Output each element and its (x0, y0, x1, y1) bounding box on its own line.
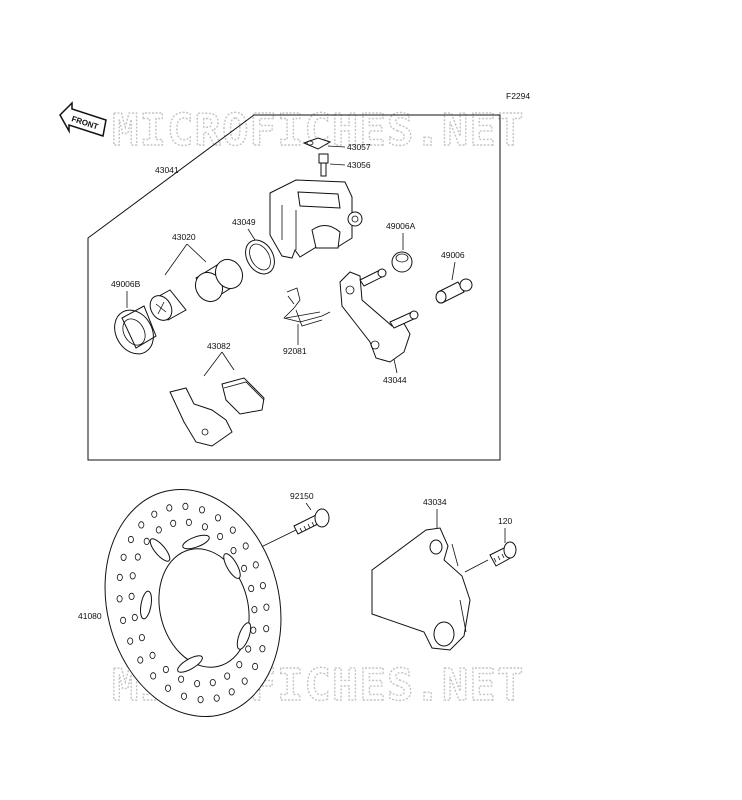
label-43057: 43057 (347, 142, 371, 152)
disc-hole (116, 595, 123, 603)
label-43034: 43034 (423, 497, 447, 507)
disc-hole (236, 660, 243, 669)
disc-hole (224, 672, 231, 680)
label-43082: 43082 (207, 341, 231, 351)
disc-hole (263, 603, 270, 611)
label-43044: 43044 (383, 375, 407, 385)
bolt-120 (489, 541, 517, 567)
bleeder-valve-43056 (318, 153, 329, 177)
disc-hole (230, 546, 237, 555)
disc-hole (127, 535, 134, 544)
disc-hole (263, 624, 270, 633)
disc-hole (198, 506, 205, 514)
label-49006A: 49006A (386, 221, 416, 231)
disc-hole (162, 665, 169, 674)
disc-hole (250, 626, 257, 634)
disc-hole (252, 561, 259, 569)
label-43020: 43020 (172, 232, 196, 242)
disc-hole (137, 656, 144, 664)
disc-hole (120, 616, 127, 625)
disc-hole (259, 581, 266, 590)
label-49006B: 49006B (111, 279, 141, 289)
disc-hole (259, 645, 266, 653)
disc-hole (241, 564, 248, 573)
caliper-body (269, 179, 363, 259)
disc-hole (143, 537, 150, 546)
disc-hole (138, 633, 145, 642)
brake-pads-43082 (169, 377, 265, 447)
disc-hole (116, 573, 123, 582)
diagram-code: F2294 (506, 91, 530, 101)
disc-hole (182, 502, 189, 510)
disc-hole (128, 592, 135, 601)
piston-43020 (194, 258, 244, 303)
brake-disc-41080 (104, 488, 282, 718)
disc-hole (129, 572, 136, 580)
label-92081: 92081 (283, 346, 307, 356)
disc-hole (185, 518, 192, 527)
disc-hole (201, 523, 208, 531)
caliper-assembly-frame (87, 114, 501, 461)
caliper-holder-43034 (371, 527, 471, 651)
label-43056: 43056 (347, 160, 371, 170)
disc-hole (241, 677, 248, 685)
pin-49006 (435, 278, 473, 304)
disc-hole (155, 526, 162, 534)
disc-hole (138, 521, 145, 529)
disc-hole (127, 637, 134, 645)
disc-bolt-92150 (293, 508, 330, 535)
disc-slots (140, 534, 252, 673)
disc-hole (251, 605, 258, 614)
label-43049: 43049 (232, 217, 256, 227)
disc-hole (134, 553, 141, 561)
front-arrow-icon: FRONT (59, 101, 107, 137)
disc-hole (164, 684, 171, 692)
disc-hole (213, 694, 220, 702)
label-43041: 43041 (155, 165, 179, 175)
disc-hole (228, 688, 235, 696)
disc-hole (209, 678, 216, 687)
label-49006: 49006 (441, 250, 465, 260)
label-92150: 92150 (290, 491, 314, 501)
part-labels: 43057 43056 43041 43049 43020 49006A 490… (78, 142, 512, 621)
disc-hole (150, 672, 157, 680)
disc-hole (149, 651, 156, 660)
disc-hole (166, 504, 173, 512)
disc-hole (178, 675, 185, 683)
label-120: 120 (498, 516, 512, 526)
disc-hole (229, 526, 236, 534)
piston-seal-43049 (245, 239, 275, 275)
disc-hole (214, 514, 221, 522)
disc-holes (116, 502, 270, 704)
disc-hole (252, 662, 259, 671)
disc-hole (131, 613, 138, 622)
boot-49006B (114, 305, 157, 355)
caliper-bracket-43044 (339, 268, 419, 363)
disc-hole (151, 510, 158, 518)
disc-hole (242, 542, 249, 550)
disc-hole (197, 695, 204, 704)
disc-hole (180, 692, 187, 700)
disc-hole (194, 679, 201, 688)
disc-hole (170, 519, 177, 528)
bleeder-cap-43057 (302, 137, 332, 150)
disc-hole (245, 645, 252, 653)
disc-hole (217, 532, 224, 541)
disc-hole (248, 584, 255, 593)
disc-hole (120, 553, 127, 561)
pad-spring-92081 (283, 287, 331, 327)
label-41080: 41080 (78, 611, 102, 621)
boot-49006A (391, 251, 413, 273)
retainer-49006B-inner (149, 289, 187, 321)
